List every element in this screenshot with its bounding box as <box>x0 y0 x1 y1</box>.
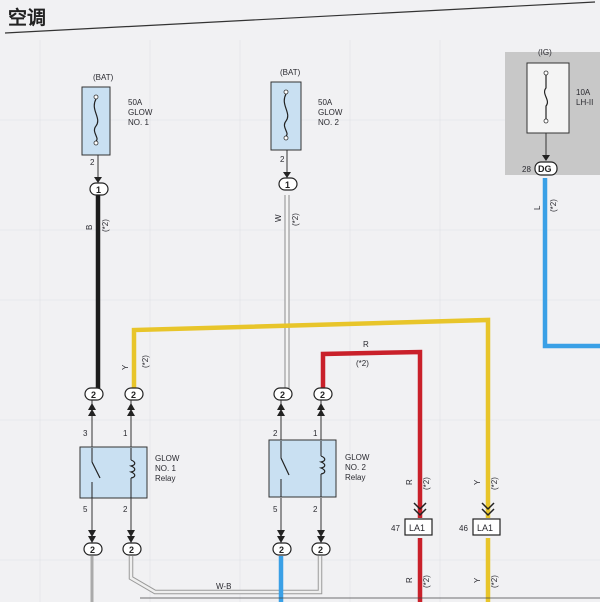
svg-text:2: 2 <box>318 545 323 555</box>
svg-text:Y: Y <box>473 479 482 485</box>
connector-dg: DG <box>534 161 558 176</box>
svg-text:R: R <box>363 340 369 349</box>
svg-text:2: 2 <box>129 545 134 555</box>
fuse-symbol-icon <box>283 93 289 137</box>
svg-text:(*2): (*2) <box>356 359 369 368</box>
svg-text:R: R <box>405 479 414 485</box>
fuse-symbol-icon <box>93 98 99 142</box>
svg-text:GLOW: GLOW <box>345 453 370 462</box>
svg-text:2: 2 <box>280 390 285 400</box>
arrow-down-icon <box>283 172 291 178</box>
svg-text:GLOW: GLOW <box>155 454 180 463</box>
svg-text:(IG): (IG) <box>538 48 552 57</box>
svg-text:2: 2 <box>280 155 285 164</box>
svg-text:50A: 50A <box>318 98 333 107</box>
svg-text:(*2): (*2) <box>101 219 110 232</box>
svg-text:NO. 1: NO. 1 <box>155 464 176 473</box>
svg-text:LA1: LA1 <box>409 523 425 533</box>
svg-text:R: R <box>405 577 414 583</box>
svg-text:1: 1 <box>285 180 290 190</box>
connector-relay2-top: 2 2 <box>273 387 333 401</box>
svg-text:28: 28 <box>522 165 531 174</box>
svg-text:10A: 10A <box>576 88 591 97</box>
svg-text:(*2): (*2) <box>422 477 431 490</box>
arrow-down-icon <box>94 177 102 183</box>
connector-relay1-bottom: 2 2 <box>83 542 142 556</box>
svg-text:GLOW: GLOW <box>128 108 153 117</box>
coil-icon <box>318 455 326 475</box>
svg-text:NO. 1: NO. 1 <box>128 118 149 127</box>
svg-text:DG: DG <box>538 164 552 174</box>
wire-yellow <box>131 317 491 518</box>
wire-red <box>320 349 423 518</box>
connector-relay1-top: 2 2 <box>84 387 144 401</box>
svg-text:3: 3 <box>83 429 88 438</box>
svg-text:2: 2 <box>320 390 325 400</box>
svg-text:5: 5 <box>273 505 278 514</box>
svg-text:2: 2 <box>123 505 128 514</box>
svg-text:2: 2 <box>91 390 96 400</box>
switch-icon <box>280 457 290 476</box>
relay-glow-2: 2 1 GLOW NO. 2 Relay 5 2 <box>268 429 370 514</box>
svg-text:5: 5 <box>83 505 88 514</box>
svg-text:(*2): (*2) <box>549 199 558 212</box>
svg-text:2: 2 <box>131 390 136 400</box>
svg-text:2: 2 <box>90 158 95 167</box>
svg-text:46: 46 <box>459 524 468 533</box>
svg-text:Relay: Relay <box>155 474 175 483</box>
svg-text:GLOW: GLOW <box>318 108 343 117</box>
svg-text:(*2): (*2) <box>490 477 499 490</box>
svg-text:50A: 50A <box>128 98 143 107</box>
svg-text:(BAT): (BAT) <box>93 73 114 82</box>
header-rule <box>4 1 596 34</box>
svg-text:2: 2 <box>279 545 284 555</box>
svg-text:47: 47 <box>391 524 400 533</box>
connector-fuse2: 1 <box>278 177 298 191</box>
svg-text:(*2): (*2) <box>422 575 431 588</box>
fuse-lh-ii: (IG) 10A LH-II 28 <box>522 48 593 174</box>
svg-text:2: 2 <box>90 545 95 555</box>
wire-blue-ig <box>542 178 600 349</box>
svg-text:1: 1 <box>123 429 128 438</box>
svg-text:Y: Y <box>473 577 482 583</box>
svg-text:(*2): (*2) <box>141 355 150 368</box>
arrow-down-icon <box>542 155 550 161</box>
svg-text:NO. 2: NO. 2 <box>345 463 366 472</box>
relay-glow-1: 3 1 GLOW NO. 1 Relay 5 2 <box>79 429 180 514</box>
svg-text:NO. 2: NO. 2 <box>318 118 339 127</box>
fuse-symbol-icon <box>543 75 549 119</box>
svg-text:B: B <box>85 225 94 230</box>
svg-text:LH-II: LH-II <box>576 98 593 107</box>
svg-text:1: 1 <box>313 429 318 438</box>
svg-text:LA1: LA1 <box>477 523 493 533</box>
connector-fuse1: 1 <box>89 182 109 196</box>
svg-text:(*2): (*2) <box>490 575 499 588</box>
svg-text:2: 2 <box>273 429 278 438</box>
svg-text:L: L <box>533 205 542 210</box>
svg-text:Y: Y <box>121 364 130 370</box>
connector-la1-46: Y (*2) 46 LA1 Y (*2) <box>459 477 501 588</box>
switch-icon <box>91 461 101 479</box>
fuse-glow-2: (BAT) 50A GLOW NO. 2 2 <box>270 68 343 178</box>
svg-text:Relay: Relay <box>345 473 365 482</box>
connector-relay2-bottom: 2 2 <box>272 542 331 556</box>
coil-icon <box>128 459 136 479</box>
connector-la1-47: R (*2) 47 LA1 R (*2) <box>391 477 433 588</box>
svg-text:(*2): (*2) <box>291 213 300 226</box>
svg-text:1: 1 <box>96 185 101 195</box>
svg-text:(BAT): (BAT) <box>280 68 301 77</box>
fuse-glow-1: (BAT) 50A GLOW NO. 1 2 <box>81 73 153 183</box>
svg-text:2: 2 <box>313 505 318 514</box>
page-title: 空调 <box>8 6 46 29</box>
wire-label-w-b: W-B <box>216 582 231 591</box>
svg-text:W: W <box>274 214 283 222</box>
